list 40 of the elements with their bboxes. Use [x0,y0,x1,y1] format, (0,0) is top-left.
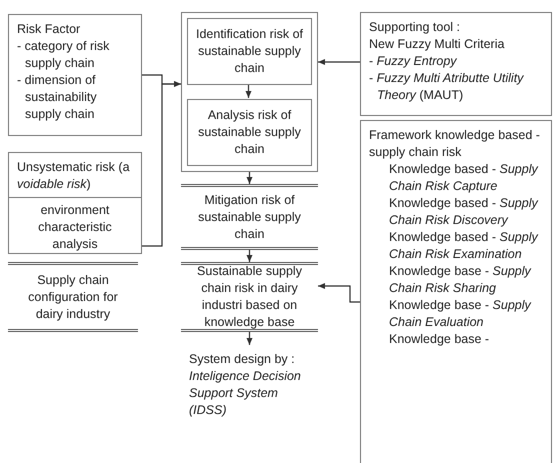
tool-box [360,12,552,116]
framework-box [360,120,552,463]
node-text: Analysis risk of sustainable supply chain [197,107,302,158]
node-text: Knowledge based - Supply Chain Risk Capture [388,161,540,195]
risk-box [8,152,142,254]
process-box [187,99,312,166]
node-text: Identification risk of sustainable supply chain [196,26,303,77]
node-text: - dimension of sustainability supply chain [17,72,98,123]
process-box [181,184,318,250]
node-text: - Fuzzy Multi Atributte Utility Theory (MAUT) [369,70,525,104]
node-text: Knowledge base - Supply Chain Risk Sharing [388,263,532,297]
node-text: Knowledge based - Supply Chain Risk Discovery [388,195,540,229]
node-text: Mitigation risk of sustainable supply chain [197,192,302,242]
node-text: Knowledge based - Supply Chain Risk Examination [388,229,540,263]
node-text: Inteligence Decision Support System (IDSS) [189,368,302,419]
node-text: Framework knowledge based - supply chain risk [369,127,541,161]
risk-factor-box [8,14,142,136]
node-text: Knowledge base - [388,331,490,348]
node-text: Supporting tool : [369,19,462,36]
node-text: System design by : [189,351,296,368]
arrow [246,172,252,184]
node-text: environment characteristic analysis [37,202,113,253]
node-text: Unsystematic risk (a voidable risk) [17,159,131,193]
arrow [246,84,252,98]
node-text: Sustainable supply chain risk in dairy industri based on knowledge base [196,263,303,331]
node-text: Risk Factor [17,21,82,38]
node-text: Supply chain configuration for dairy industry [27,272,119,322]
node-text: - Fuzzy Entropy [369,53,458,70]
arrow [246,332,252,345]
node-text: Knowledge base - Supply Chain Evaluation [388,297,532,331]
process-box [8,262,138,332]
node-text: - category of risk supply chain [17,38,110,72]
arrow [142,81,181,247]
node-text: New Fuzzy Multi Criteria [369,36,506,53]
group-box [181,12,318,172]
process-box [181,262,318,332]
arrow [318,283,360,303]
arrow [246,250,252,262]
arrow [318,59,360,65]
process-box [187,18,312,85]
